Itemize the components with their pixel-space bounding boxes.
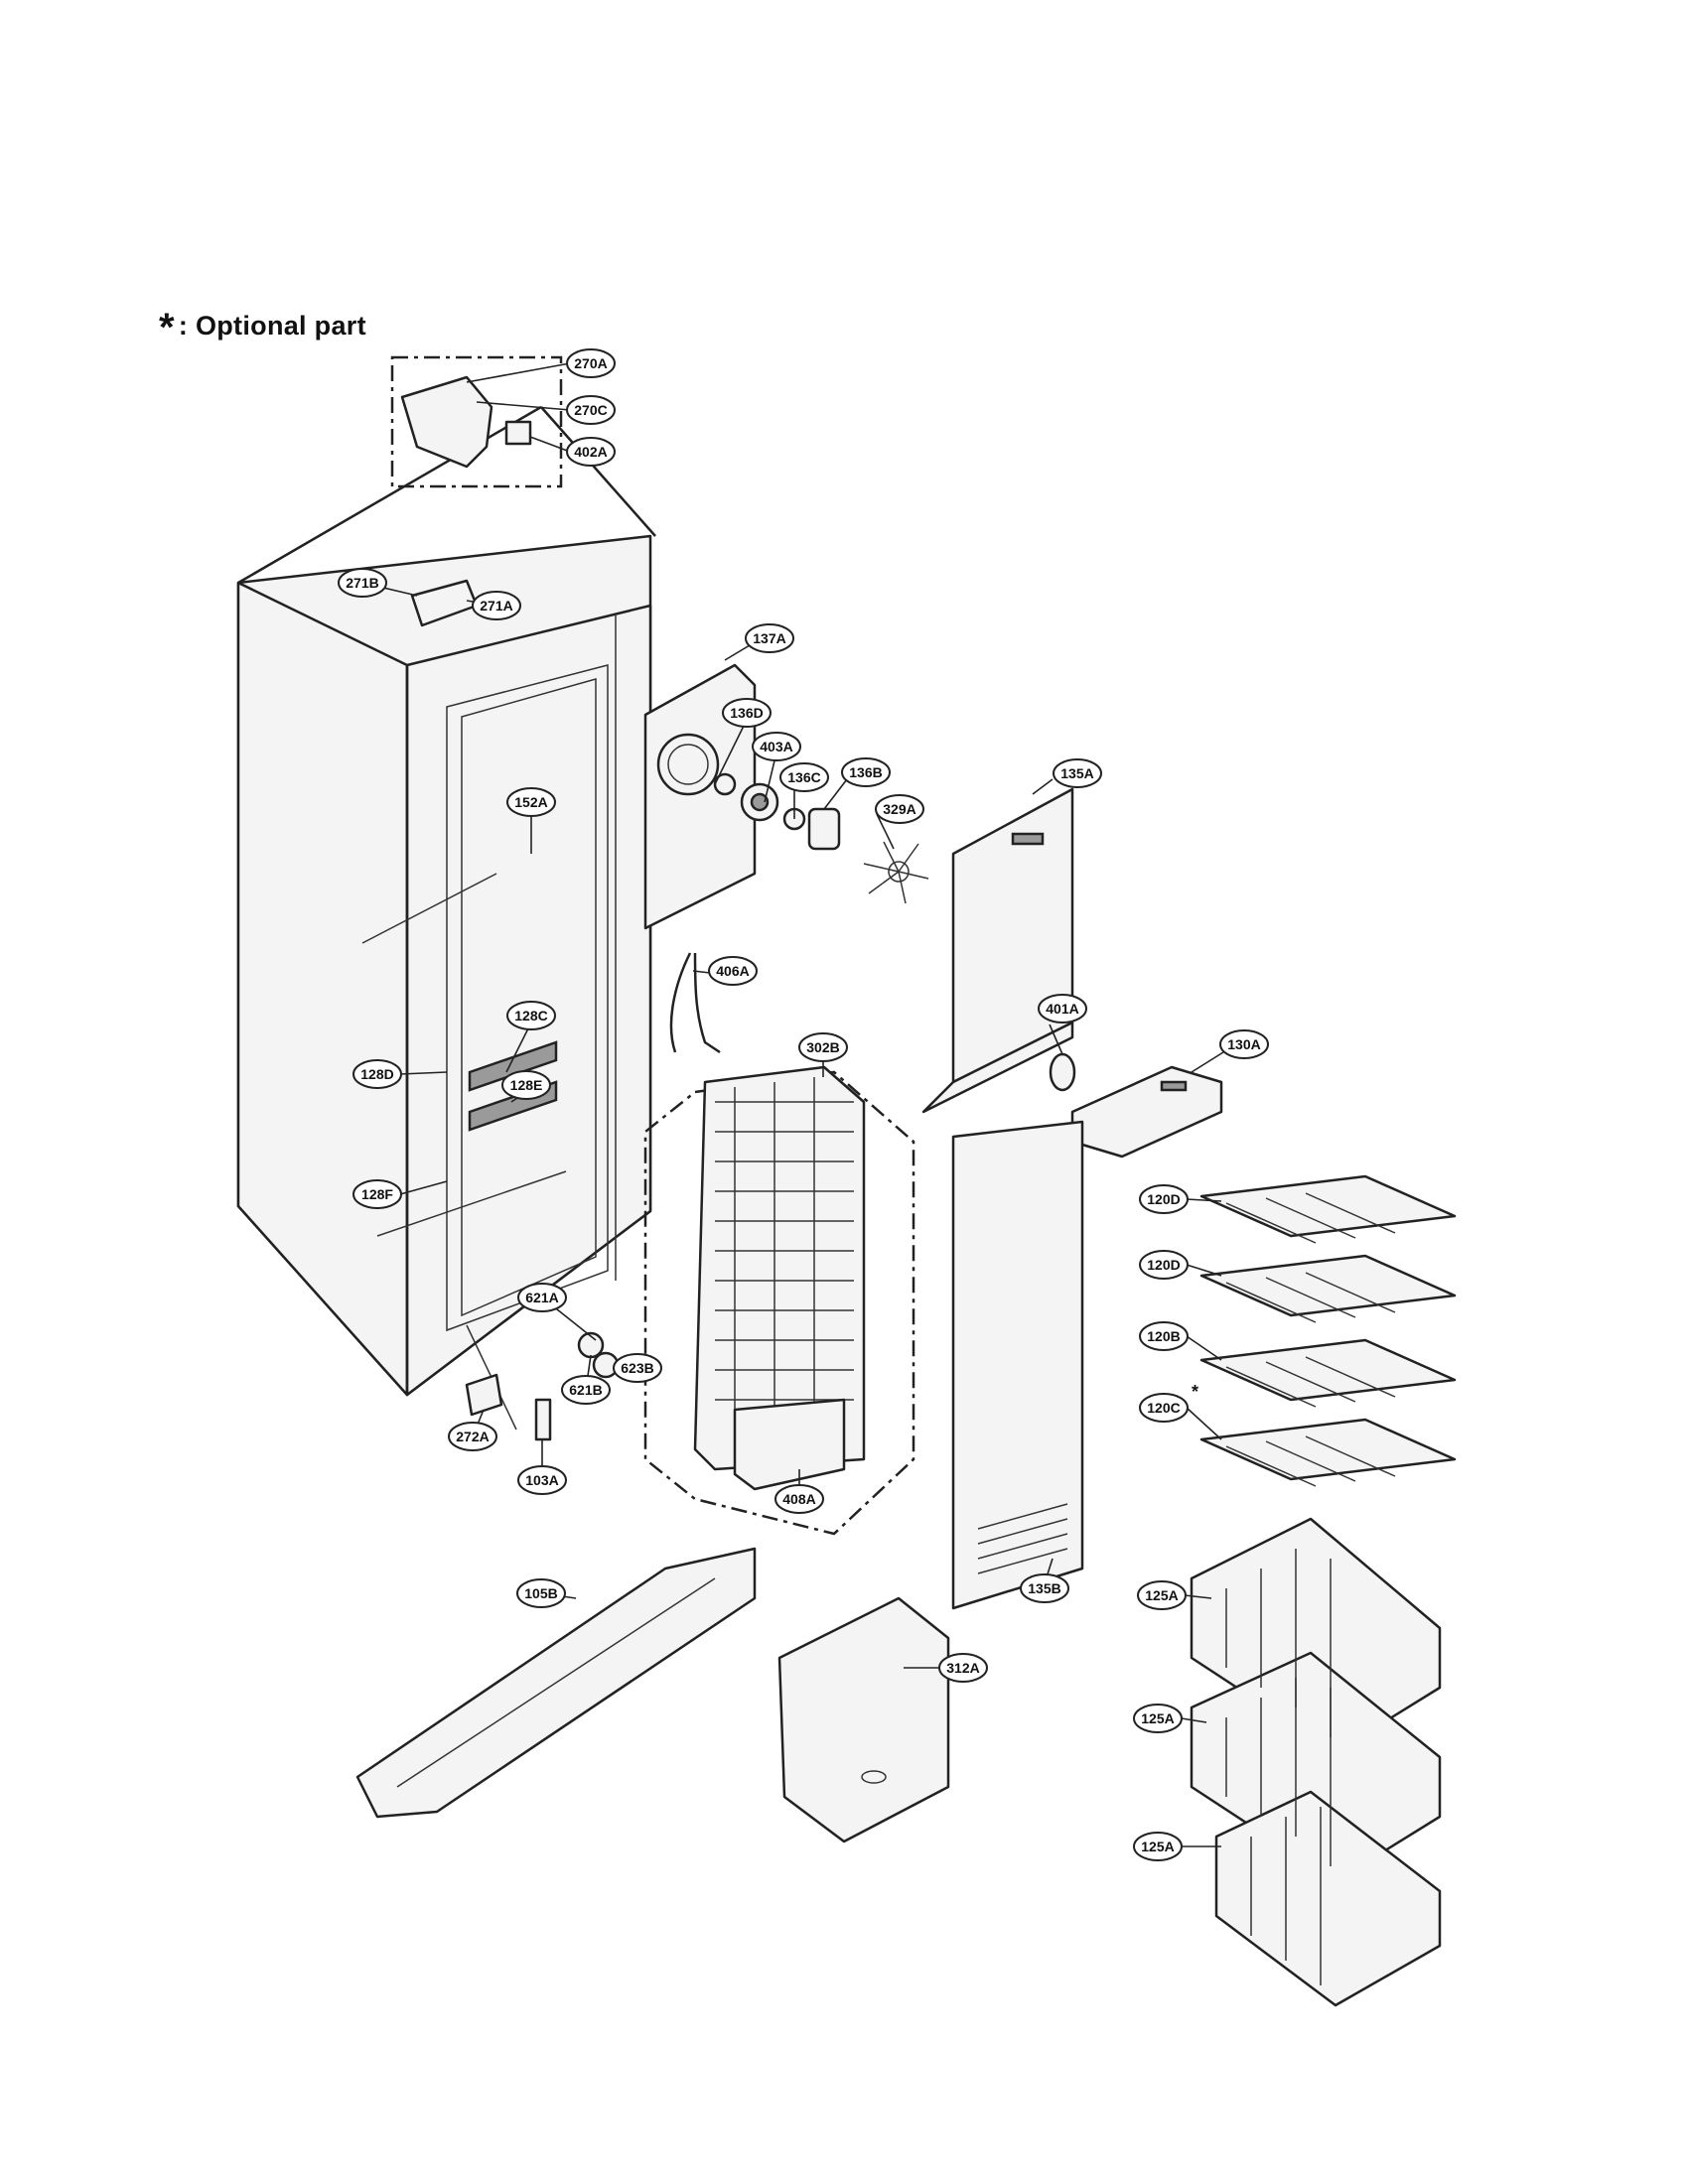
callout-label: 136C — [787, 769, 820, 785]
top-control-assembly — [390, 355, 563, 627]
drain-pan — [777, 1596, 950, 1843]
callout-125A-2: 125A — [1133, 1704, 1183, 1733]
callout-406A: 406A — [708, 956, 758, 986]
callout-label: 403A — [760, 739, 792, 754]
callout-label: 120D — [1147, 1257, 1180, 1273]
callout-408A: 408A — [774, 1484, 824, 1514]
callout-label: 402A — [574, 444, 607, 460]
fan-shroud — [643, 663, 929, 930]
callout-135A: 135A — [1053, 758, 1102, 788]
callout-label: 128F — [361, 1186, 393, 1202]
optional-part-legend-text: : Optional part — [178, 311, 366, 341]
callout-130A: 130A — [1219, 1029, 1269, 1059]
callout-270C: 270C — [566, 395, 616, 425]
callout-label: 137A — [753, 630, 785, 646]
callout-621B: 621B — [561, 1375, 611, 1405]
callout-label: 136B — [849, 764, 882, 780]
callout-label: 401A — [1046, 1001, 1078, 1017]
callout-120D-2: 120D — [1139, 1250, 1189, 1280]
callout-label: 623B — [621, 1360, 653, 1376]
callout-312A: 312A — [938, 1653, 988, 1683]
callout-403A: 403A — [752, 732, 801, 761]
callout-135B: 135B — [1020, 1573, 1069, 1603]
callout-label: 120C — [1147, 1400, 1180, 1416]
callout-label: 130A — [1227, 1036, 1260, 1052]
optional-star-symbol: * — [159, 306, 175, 349]
callout-125A-3: 125A — [1133, 1832, 1183, 1861]
callout-label: 329A — [883, 801, 915, 817]
callout-329A: 329A — [875, 794, 924, 824]
callout-label: 302B — [806, 1039, 839, 1055]
callout-label: 621A — [525, 1290, 558, 1305]
freezer-cabinet — [236, 405, 656, 1431]
wire-shelves — [1199, 1174, 1457, 1487]
bottom-rail-bracket — [355, 1547, 757, 1819]
callout-label: 125A — [1141, 1710, 1174, 1726]
callout-label: 128C — [514, 1008, 547, 1024]
callout-label: 105B — [524, 1585, 557, 1601]
callout-120B: 120B — [1139, 1321, 1189, 1351]
wire-baskets — [1190, 1517, 1442, 2007]
callout-label: 408A — [782, 1491, 815, 1507]
callout-label: 272A — [456, 1429, 489, 1444]
callout-label: 271A — [480, 598, 512, 614]
callout-271B: 271B — [338, 568, 387, 598]
callout-label: 270A — [574, 355, 607, 371]
callout-label: 135A — [1060, 765, 1093, 781]
callout-272A: 272A — [448, 1422, 497, 1451]
callout-label: 125A — [1141, 1839, 1174, 1854]
callout-128D: 128D — [352, 1059, 402, 1089]
callout-120C: 120C — [1139, 1393, 1189, 1423]
callout-label: 128D — [360, 1066, 393, 1082]
callout-label: 152A — [514, 794, 547, 810]
wire-harness — [669, 952, 721, 1054]
callout-label: 128E — [510, 1077, 543, 1093]
callout-623B: 623B — [613, 1353, 662, 1383]
callout-125A-1: 125A — [1137, 1580, 1187, 1610]
callout-label: 312A — [946, 1660, 979, 1676]
callout-120D-1: 120D — [1139, 1184, 1189, 1214]
callout-label: 136D — [730, 705, 763, 721]
callout-label: 621B — [569, 1382, 602, 1398]
callout-label: 120D — [1147, 1191, 1180, 1207]
callout-152A: 152A — [506, 787, 556, 817]
callout-270A: 270A — [566, 348, 616, 378]
callout-label: 103A — [525, 1472, 558, 1488]
callout-302B: 302B — [798, 1032, 848, 1062]
callout-271A: 271A — [472, 591, 521, 620]
optional-marker-120C: * — [1192, 1382, 1198, 1402]
callout-label: 271B — [346, 575, 378, 591]
callout-103A: 103A — [517, 1465, 567, 1495]
callout-128E: 128E — [501, 1070, 551, 1100]
callout-621A: 621A — [517, 1283, 567, 1312]
callout-label: 406A — [716, 963, 749, 979]
callout-137A: 137A — [745, 623, 794, 653]
callout-label: 125A — [1145, 1587, 1178, 1603]
callout-136B: 136B — [841, 757, 891, 787]
evaporator-cover-upper — [921, 787, 1074, 1114]
callout-136C: 136C — [779, 762, 829, 792]
evaporator-assembly — [643, 1065, 915, 1536]
callout-label: 135B — [1028, 1580, 1060, 1596]
callout-label: 270C — [574, 402, 607, 418]
callout-128F: 128F — [352, 1179, 402, 1209]
callout-401A: 401A — [1038, 994, 1087, 1024]
callout-402A: 402A — [566, 437, 616, 467]
optional-part-legend: *: Optional part — [159, 300, 366, 349]
leader-lines — [361, 362, 1224, 1847]
callout-label: 120B — [1147, 1328, 1180, 1344]
callout-128C: 128C — [506, 1001, 556, 1030]
callout-136D: 136D — [722, 698, 772, 728]
evaporator-cover-lower — [951, 1120, 1084, 1610]
callout-105B: 105B — [516, 1578, 566, 1608]
